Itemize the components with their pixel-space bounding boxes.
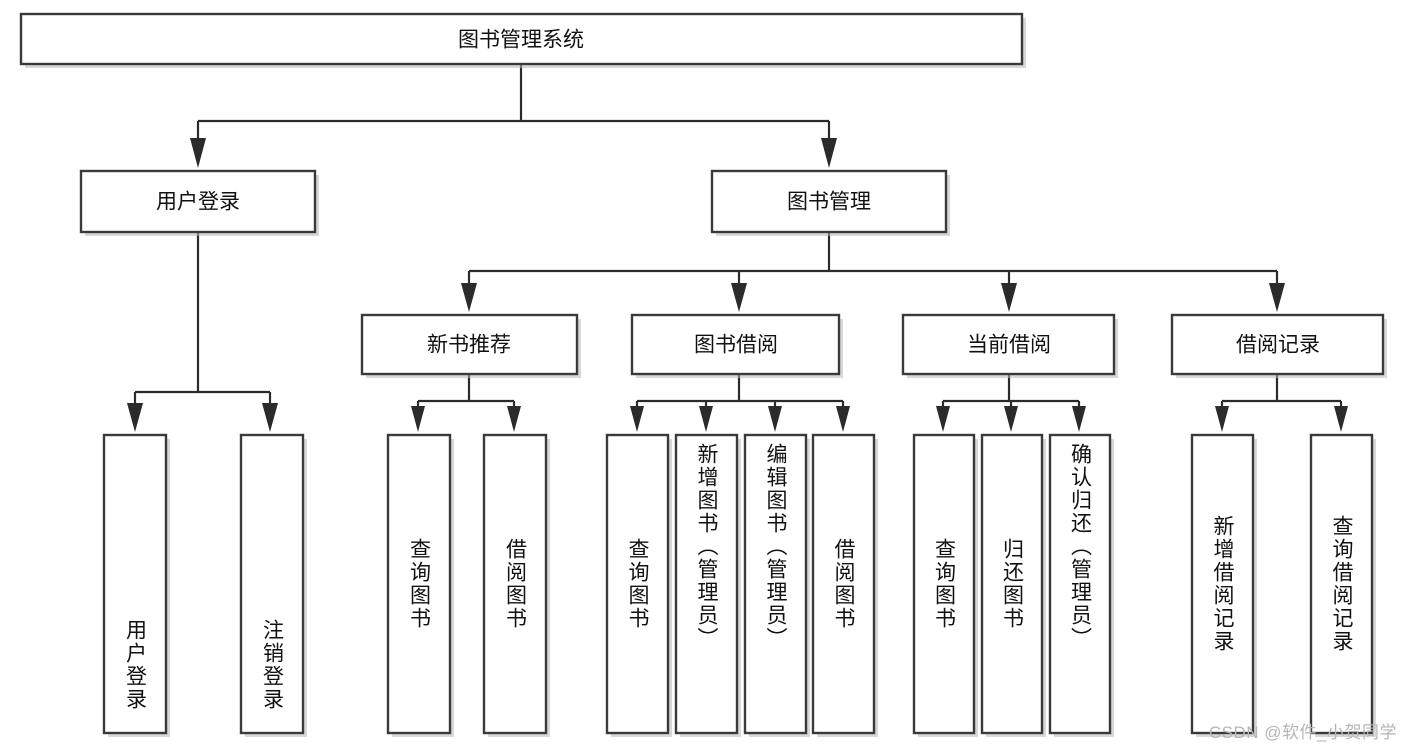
arrow-bookmanage-l3-2 xyxy=(731,283,747,312)
arrow-currentborrow-leaf-1 xyxy=(936,406,950,432)
leaf-edit-book-rect xyxy=(743,433,808,735)
arrow-userlogin-leaf-1 xyxy=(127,403,143,432)
arrow-bookborrow-leaf-4 xyxy=(836,406,850,432)
arrow-bookborrow-leaf-2 xyxy=(699,406,713,432)
node-book-manage[interactable]: 图书管理 xyxy=(710,169,950,236)
node-book-borrow-label: 图书借阅 xyxy=(694,334,778,357)
node-book-borrow[interactable]: 图书借阅 xyxy=(630,313,843,378)
node-borrow-record-label: 借阅记录 xyxy=(1236,334,1320,357)
leaf-add-record-rect xyxy=(1190,433,1255,735)
node-current-borrow[interactable]: 当前借阅 xyxy=(901,313,1118,378)
leaf-borrow-book-2-rect xyxy=(811,433,876,735)
leaf-confirm-return[interactable] xyxy=(1048,433,1114,737)
arrow-bookborrow-leaf-3 xyxy=(768,406,782,432)
leaf-add-book[interactable] xyxy=(674,433,741,737)
csdn-watermark: CSDN @软件_小贺同学 xyxy=(1208,723,1397,742)
leaf-return-book[interactable] xyxy=(980,433,1046,737)
arrow-currentborrow-leaf-2 xyxy=(1004,406,1018,432)
arrow-borrowrecord-leaf-2 xyxy=(1334,406,1348,432)
node-new-book-recommend-label: 新书推荐 xyxy=(427,334,511,357)
node-borrow-record[interactable]: 借阅记录 xyxy=(1170,313,1387,378)
arrow-newbook-leaf-2 xyxy=(507,406,521,432)
arrow-bookborrow-leaf-1 xyxy=(630,406,644,432)
arrow-root-to-user-login xyxy=(190,138,206,168)
arrow-borrowrecord-leaf-1 xyxy=(1215,406,1229,432)
node-new-book-recommend[interactable]: 新书推荐 xyxy=(360,313,581,378)
node-user-login-label: 用户登录 xyxy=(156,191,240,214)
leaf-edit-book[interactable] xyxy=(743,433,810,737)
leaf-query-record-rect xyxy=(1309,433,1374,735)
node-root-label: 图书管理系统 xyxy=(458,29,584,52)
leaf-add-record[interactable] xyxy=(1190,433,1257,737)
arrow-newbook-leaf-1 xyxy=(411,406,425,432)
leaf-query-book-1[interactable] xyxy=(386,433,454,737)
connector-group xyxy=(127,64,1348,432)
arrow-bookmanage-l3-4 xyxy=(1269,283,1285,312)
node-root-rect xyxy=(19,12,1024,66)
node-book-manage-label: 图书管理 xyxy=(787,191,871,214)
arrow-currentborrow-leaf-3 xyxy=(1072,406,1086,432)
leaf-user-logout[interactable] xyxy=(239,433,307,737)
node-user-login-rect xyxy=(79,169,317,234)
leaf-borrow-book-1-rect xyxy=(482,433,548,735)
leaf-query-book-3-rect xyxy=(912,433,976,735)
leaf-query-book-3[interactable] xyxy=(912,433,978,737)
node-book-borrow-rect xyxy=(630,313,841,376)
leaf-add-book-rect xyxy=(674,433,739,735)
leaf-user-login[interactable] xyxy=(102,433,170,737)
node-borrow-record-rect xyxy=(1170,313,1385,376)
leaf-query-book-2[interactable] xyxy=(605,433,672,737)
node-current-borrow-label: 当前借阅 xyxy=(967,334,1051,357)
arrow-userlogin-leaf-2 xyxy=(262,403,278,432)
node-root[interactable]: 图书管理系统 xyxy=(19,12,1026,68)
node-user-login[interactable]: 用户登录 xyxy=(79,169,319,236)
leaf-user-login-rect xyxy=(102,433,168,735)
arrow-bookmanage-l3-1 xyxy=(461,283,477,312)
arrow-bookmanage-l3-3 xyxy=(1001,283,1017,312)
leaf-borrow-book-2[interactable] xyxy=(811,433,878,737)
arrow-root-to-book-manage xyxy=(821,138,837,168)
leaf-return-book-rect xyxy=(980,433,1044,735)
leaf-query-record[interactable] xyxy=(1309,433,1376,737)
node-current-borrow-rect xyxy=(901,313,1116,376)
node-new-book-recommend-rect xyxy=(360,313,579,376)
leaf-confirm-return-rect xyxy=(1048,433,1112,735)
leaf-query-book-2-rect xyxy=(605,433,670,735)
leaf-borrow-book-1[interactable] xyxy=(482,433,550,737)
leaf-user-logout-rect xyxy=(239,433,305,735)
leaf-query-book-1-rect xyxy=(386,433,452,735)
node-book-manage-rect xyxy=(710,169,948,234)
